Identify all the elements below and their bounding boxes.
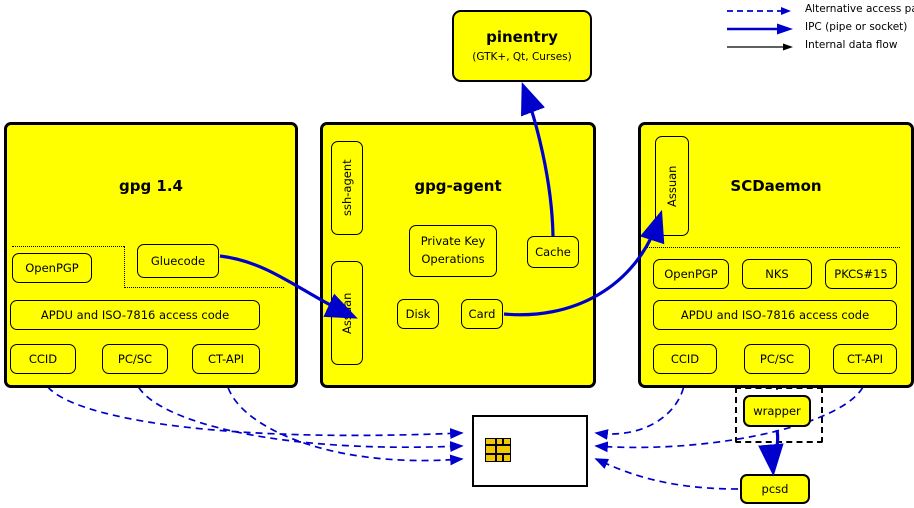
ipc-wrapper-to-pcsd — [758, 429, 784, 477]
scd-box-ccid[interactable]: CCID — [653, 344, 717, 374]
legend-row-ipc: IPC (pipe or socket) — [725, 21, 911, 36]
pinentry-backends: (GTK+, Qt, Curses) — [472, 51, 572, 64]
gpg-box-gluecode[interactable]: Gluecode — [137, 244, 219, 278]
scd-openpgp-label: OpenPGP — [664, 267, 718, 281]
smartcard-chip-icon — [485, 438, 511, 462]
alt-path-gpg-pcsc-to-card — [134, 375, 464, 452]
agent-box-private-key-operations[interactable]: Private Key Operations — [409, 225, 497, 277]
legend-label-alternative: Alternative access paths — [805, 3, 914, 15]
panel-scd-title: SCDaemon — [730, 177, 822, 195]
legend-dashed-line-icon — [727, 7, 791, 15]
pinentry-box[interactable]: pinentry (GTK+, Qt, Curses) — [452, 10, 592, 82]
legend: Alternative access paths IPC (pipe or so… — [725, 2, 914, 51]
legend-row-internal: Internal data flow — [725, 39, 911, 54]
pinentry-title: pinentry — [486, 28, 558, 47]
ipc-cache-to-pinentry — [520, 82, 555, 237]
legend-ipc-arrow-icon — [727, 23, 793, 35]
wrapper-label: wrapper — [753, 404, 801, 418]
scd-apdu-label: APDU and ISO-7816 access code — [680, 308, 870, 322]
ipc-gluecode-to-agent-assuan — [219, 254, 358, 319]
gpg-box-ccid[interactable]: CCID — [10, 344, 76, 374]
legend-label-ipc: IPC (pipe or socket) — [805, 21, 908, 33]
panel-agent-title: gpg-agent — [414, 177, 502, 195]
gpg-apdu-label: APDU and ISO-7816 access code — [40, 308, 230, 322]
gpg-dotted-separator-vertical — [124, 246, 125, 288]
agent-cache-label: Cache — [535, 245, 571, 259]
ipc-agent-card-to-scd-assuan — [503, 209, 665, 317]
scd-ctapi-label: CT-API — [846, 352, 884, 366]
gpg-ctapi-label: CT-API — [207, 352, 245, 366]
alt-path-pcsd-to-card — [594, 458, 739, 490]
gpg-box-openpgp[interactable]: OpenPGP — [12, 253, 92, 283]
scd-nks-label: NKS — [765, 267, 789, 281]
agent-box-card[interactable]: Card — [461, 299, 503, 329]
scd-box-nks[interactable]: NKS — [742, 259, 812, 289]
agent-card-label: Card — [468, 307, 496, 321]
agent-box-cache[interactable]: Cache — [527, 236, 579, 268]
alt-path-gpg-ctapi-to-card — [225, 375, 464, 466]
wrapper-box[interactable]: wrapper — [743, 395, 811, 427]
alt-path-scd-ccid-to-card — [594, 375, 686, 440]
agent-pko-line2: Operations — [421, 252, 485, 266]
scd-dotted-separator — [646, 247, 900, 248]
gpg-box-pcsc[interactable]: PC/SC — [102, 344, 168, 374]
gpg-ccid-label: CCID — [28, 352, 58, 366]
scd-pkcs15-label: PKCS#15 — [834, 267, 888, 281]
gpg-box-ctapi[interactable]: CT-API — [192, 344, 260, 374]
gpg-dotted-separator-upper — [12, 246, 124, 247]
scd-pcsc-label: PC/SC — [759, 352, 795, 366]
alt-path-gpg-ccid-to-card — [42, 375, 464, 439]
agent-pko-line1: Private Key — [420, 234, 486, 249]
scd-box-ctapi[interactable]: CT-API — [833, 344, 897, 374]
pcsd-label: pcsd — [761, 482, 789, 496]
scd-box-apdu[interactable]: APDU and ISO-7816 access code — [653, 300, 897, 330]
scd-box-pkcs15[interactable]: PKCS#15 — [825, 259, 897, 289]
gpg-box-apdu[interactable]: APDU and ISO-7816 access code — [10, 300, 260, 330]
legend-label-internal: Internal data flow — [805, 39, 898, 51]
wrapper-dashed-container — [735, 387, 823, 443]
legend-internal-arrow-icon — [727, 43, 793, 51]
legend-row-alternative: Alternative access paths — [725, 3, 914, 18]
scd-ccid-label: CCID — [670, 352, 700, 366]
gpg-gluecode-label: Gluecode — [150, 254, 206, 268]
panel-gpg-title: gpg 1.4 — [118, 177, 183, 195]
gpg-pcsc-label: PC/SC — [117, 352, 153, 366]
agent-disk-label: Disk — [405, 307, 431, 321]
scd-box-pcsc[interactable]: PC/SC — [744, 344, 810, 374]
gpg-dotted-separator-lower — [124, 287, 284, 288]
agent-box-disk[interactable]: Disk — [397, 299, 439, 329]
scd-box-openpgp[interactable]: OpenPGP — [653, 259, 729, 289]
gpg-openpgp-label: OpenPGP — [25, 261, 79, 275]
